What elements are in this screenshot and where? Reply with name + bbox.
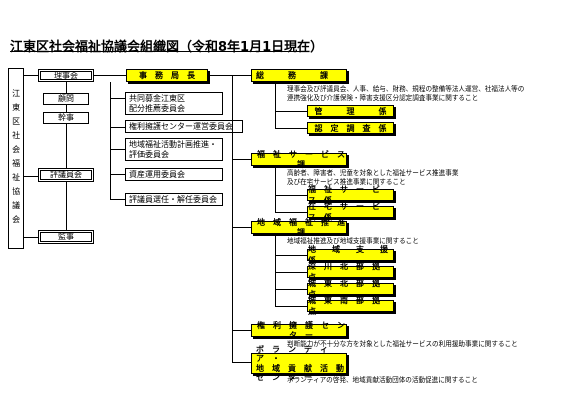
kanji-box: 幹事	[43, 112, 89, 124]
section-box: 地 域 支 援 係	[307, 245, 404, 265]
connector	[94, 75, 126, 76]
connector	[275, 195, 307, 196]
kenri-desc: 判断能力が不十分な方を対象とした福祉サービスの利用援助事業に関すること	[287, 340, 518, 348]
kenri-center-box: 権 利 擁 護 セ ン タ ー	[251, 321, 353, 340]
org-name-vertical: 江東区社会福祉協議会	[8, 68, 24, 249]
section-box: 深 川 北 部 拠 点	[307, 262, 394, 282]
section-box: 城 東 北 部 拠 点	[307, 279, 394, 299]
connector	[232, 330, 251, 331]
volunteer-desc: ボランティアの啓発、地域貢献活動団体の活動促進に関すること	[287, 376, 478, 384]
connector	[232, 362, 251, 363]
connector	[232, 75, 233, 362]
connector	[24, 75, 38, 76]
section-box: 認 定 調 査 係	[307, 122, 394, 134]
connector	[110, 98, 125, 99]
jimukyokucho-box: 事 務 局 長	[126, 69, 208, 82]
connector	[275, 234, 276, 306]
connector	[275, 289, 307, 290]
chiiki-dept-box: 地 域 福 祉 推 進 課	[251, 218, 353, 237]
title-underline	[10, 51, 308, 52]
connector	[275, 306, 307, 307]
fukushi-dept-box: 福 祉 サ ー ビ ス 課	[251, 150, 353, 169]
section-box: 福 祉 サ ー ビ ス 係	[307, 185, 394, 205]
connector	[208, 75, 232, 76]
rijikai-box: 理事会	[38, 69, 94, 82]
somu-dept-box: 総 務 課	[251, 69, 347, 82]
hyogiinkai-box: 評議員会	[38, 168, 94, 182]
committee-box: 共同募金江東区 配分推薦委員会	[125, 92, 223, 115]
connector	[275, 128, 307, 129]
connector	[275, 166, 276, 212]
committee-box: 権利擁護センター運営委員会	[125, 120, 243, 133]
connector	[110, 127, 125, 128]
section-box: 城 東 南 部 拠 点	[307, 296, 394, 316]
connector	[275, 272, 307, 273]
section-box: 在 宅 サ ー ビ ス 係	[307, 202, 394, 222]
committee-box: 資産運用委員会	[125, 168, 223, 181]
connector	[110, 174, 125, 175]
fukushi-desc: 高齢者、障害者、児童を対象とした福祉サービス推進事業 及び在宅サービス推進事業に…	[287, 169, 459, 186]
page-title: 江東区社会福祉協議会組織図（令和8年1月1日現在）	[10, 40, 324, 55]
chiiki-desc: 地域福祉推進及び地域支援事業に関すること	[287, 237, 419, 245]
somu-desc: 理事会及び評議員会、人事、給与、財務、規程の整備等法人運営、社福法人等の 連携強…	[287, 85, 525, 102]
connector	[232, 227, 251, 228]
committee-box: 評議員選任・解任委員会	[125, 193, 223, 206]
connector	[110, 82, 111, 200]
connector	[232, 75, 251, 76]
connector	[66, 81, 67, 176]
connector	[110, 199, 125, 200]
connector	[275, 82, 276, 128]
connector	[110, 149, 125, 150]
connector	[275, 111, 307, 112]
section-box: 管 理 係	[307, 105, 394, 117]
connector	[275, 212, 307, 213]
connector	[275, 255, 307, 256]
kanji2-box: 監事	[38, 230, 94, 244]
committee-box: 地域福祉活動計画推進・ 評価委員会	[125, 138, 223, 161]
connector	[24, 237, 38, 238]
connector	[66, 176, 67, 231]
komon-box: 顧問	[43, 93, 89, 105]
connector	[232, 159, 251, 160]
connector	[24, 176, 38, 177]
volunteer-center-box: ボ ラ ン テ ィ ア ・ 地 域 貢 献 活 動 セ ン タ ー	[251, 345, 347, 382]
